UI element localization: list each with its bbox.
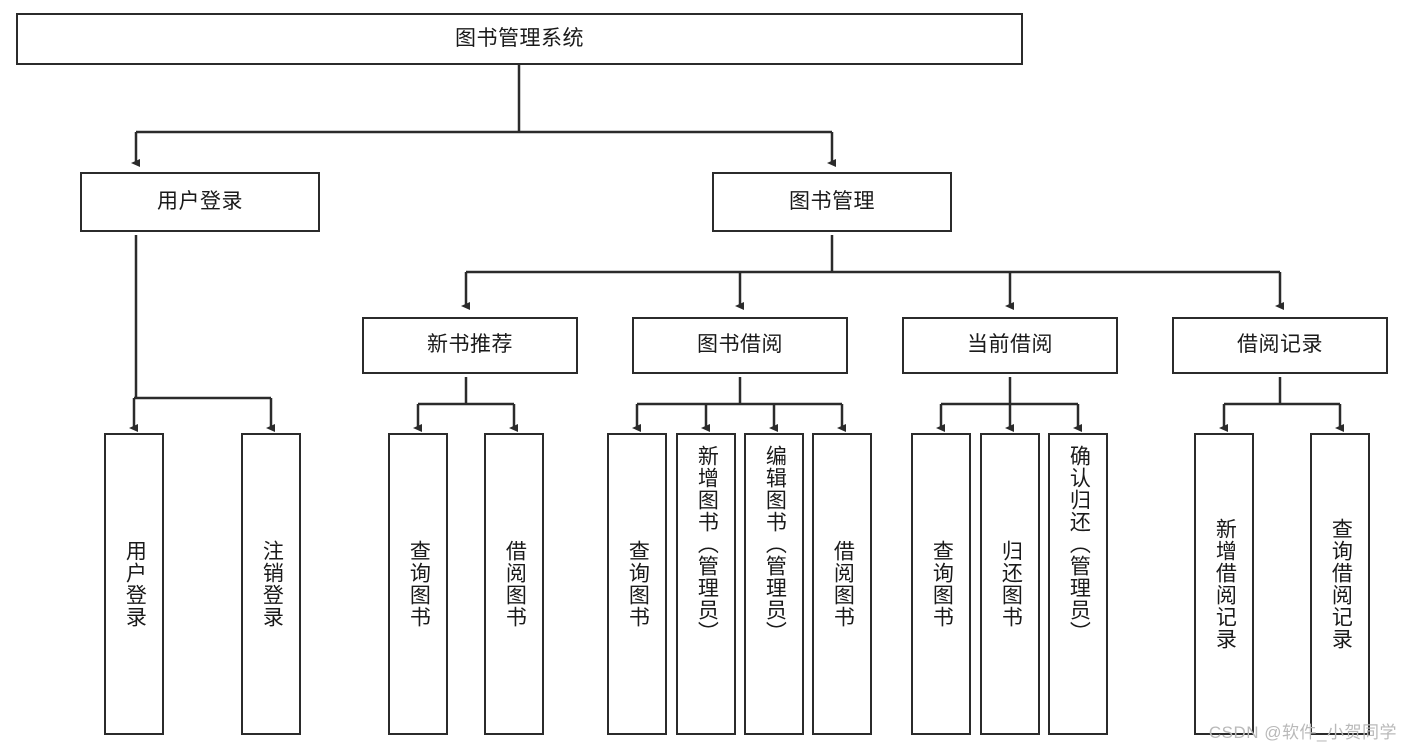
node-leaf-query-book-3[interactable]: 查询图书 (911, 433, 971, 735)
node-leaf-query-book-1-label: 查询图书 (407, 540, 431, 628)
node-book-management[interactable]: 图书管理 (712, 172, 952, 232)
node-leaf-user-login-label: 用户登录 (123, 540, 147, 628)
node-leaf-query-book-2[interactable]: 查询图书 (607, 433, 667, 735)
node-new-book-recommend-label: 新书推荐 (427, 333, 513, 357)
node-leaf-borrow-book-2[interactable]: 借阅图书 (812, 433, 872, 735)
node-leaf-add-book-label: 新增图书（管理员） (695, 445, 719, 643)
csdn-watermark: CSDN @软件_小贺同学 (1208, 723, 1397, 742)
node-leaf-query-book-2-label: 查询图书 (626, 540, 650, 628)
node-borrow-record-label: 借阅记录 (1237, 333, 1323, 357)
node-leaf-borrow-book-2-label: 借阅图书 (831, 540, 855, 628)
node-user-login-label: 用户登录 (157, 189, 243, 213)
node-leaf-query-book-3-label: 查询图书 (930, 540, 954, 628)
node-leaf-return-book-label: 归还图书 (999, 540, 1023, 628)
node-leaf-edit-book-label: 编辑图书（管理员） (763, 445, 787, 643)
node-leaf-add-book[interactable]: 新增图书（管理员） (676, 433, 736, 735)
node-leaf-logout-login[interactable]: 注销登录 (241, 433, 301, 735)
node-borrow-record[interactable]: 借阅记录 (1172, 317, 1388, 374)
node-current-borrow[interactable]: 当前借阅 (902, 317, 1118, 374)
node-leaf-return-book[interactable]: 归还图书 (980, 433, 1040, 735)
node-book-borrow[interactable]: 图书借阅 (632, 317, 848, 374)
node-leaf-query-record-label: 查询借阅记录 (1329, 518, 1353, 650)
node-user-login[interactable]: 用户登录 (80, 172, 320, 232)
node-leaf-borrow-book-1[interactable]: 借阅图书 (484, 433, 544, 735)
node-leaf-logout-login-label: 注销登录 (260, 540, 284, 628)
node-leaf-add-record[interactable]: 新增借阅记录 (1194, 433, 1254, 735)
node-leaf-edit-book[interactable]: 编辑图书（管理员） (744, 433, 804, 735)
node-book-management-label: 图书管理 (789, 189, 875, 213)
node-leaf-borrow-book-1-label: 借阅图书 (503, 540, 527, 628)
node-leaf-user-login[interactable]: 用户登录 (104, 433, 164, 735)
node-leaf-query-book-1[interactable]: 查询图书 (388, 433, 448, 735)
node-leaf-add-record-label: 新增借阅记录 (1213, 518, 1237, 650)
node-root-label: 图书管理系统 (455, 26, 584, 50)
node-current-borrow-label: 当前借阅 (967, 333, 1053, 357)
node-leaf-confirm-return-label: 确认归还（管理员） (1067, 445, 1091, 643)
node-book-borrow-label: 图书借阅 (697, 333, 783, 357)
node-leaf-confirm-return[interactable]: 确认归还（管理员） (1048, 433, 1108, 735)
node-root[interactable]: 图书管理系统 (16, 13, 1023, 65)
node-new-book-recommend[interactable]: 新书推荐 (362, 317, 578, 374)
node-leaf-query-record[interactable]: 查询借阅记录 (1310, 433, 1370, 735)
